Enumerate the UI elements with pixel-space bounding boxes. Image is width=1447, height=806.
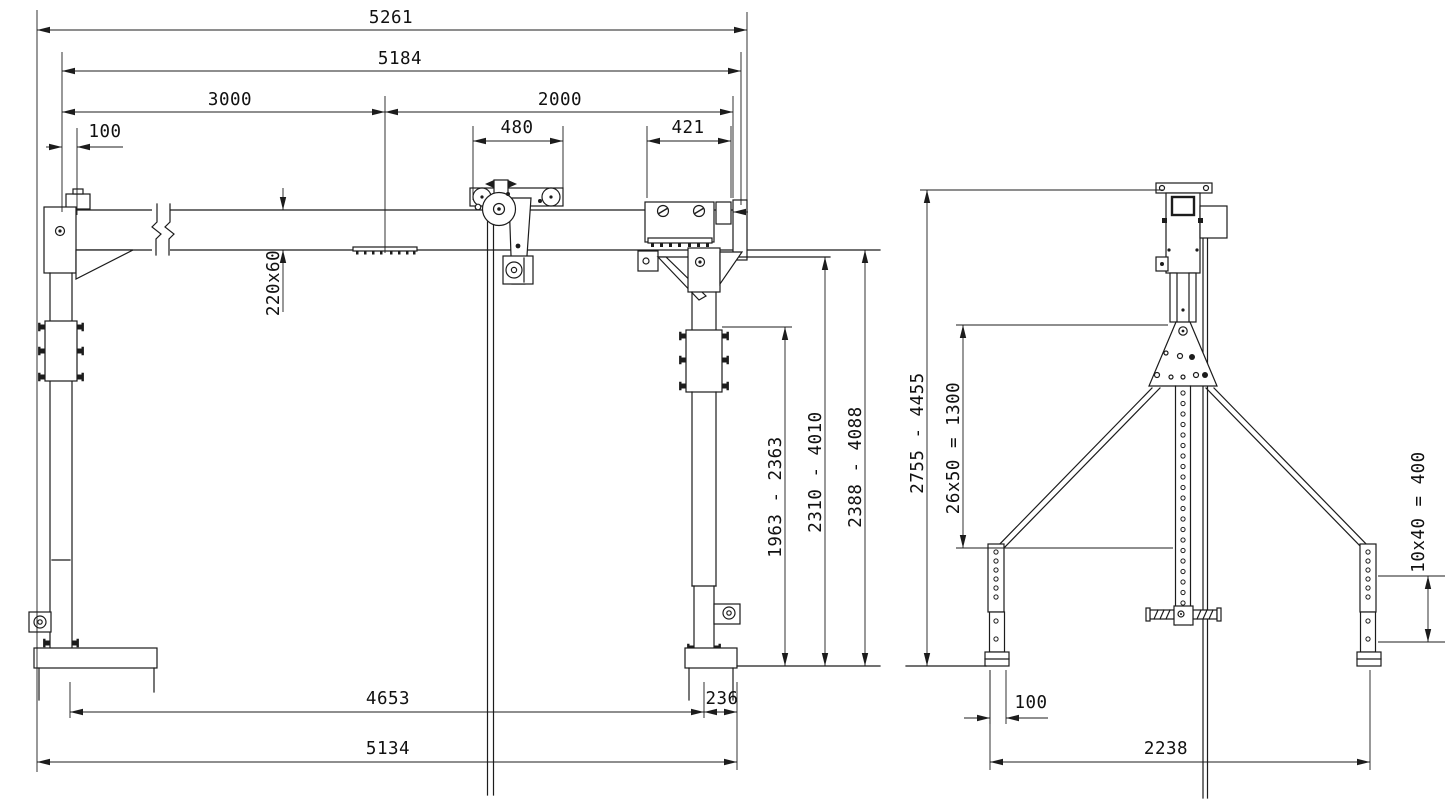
dim-label-column-height: 1963 - 2363 bbox=[766, 436, 786, 557]
dim-label-support-spread: 2238 bbox=[1144, 739, 1188, 759]
dim-label-beam-length: 5184 bbox=[378, 49, 422, 69]
dim-label-beam-profile: 220x60 bbox=[264, 250, 284, 316]
side-gusset-plate bbox=[1148, 321, 1218, 387]
front-view bbox=[28, 179, 881, 796]
side-right-foot bbox=[1356, 543, 1382, 667]
side-mast bbox=[1174, 385, 1192, 626]
beam-break-symbol bbox=[151, 203, 175, 256]
right-column bbox=[679, 247, 744, 701]
side-trolley bbox=[1155, 182, 1228, 799]
beam-end-plate bbox=[732, 199, 748, 261]
dim-label-base-end-offset: 236 bbox=[705, 689, 738, 709]
dim-leg-hole-pattern: 10x40 = 400 bbox=[1378, 451, 1445, 643]
dim-under-beam-height: 2388 - 4088 bbox=[846, 250, 869, 666]
dim-label-end-offset: 100 bbox=[88, 122, 121, 142]
dim-label-under-bracket-height: 2310 - 4010 bbox=[806, 411, 826, 532]
dim-support-spread: 2238 bbox=[989, 670, 1371, 770]
dim-label-mast-hole-pattern: 26x50 = 1300 bbox=[944, 382, 964, 514]
side-view bbox=[905, 182, 1382, 799]
dim-base-overall-width: 5134 bbox=[37, 739, 737, 766]
left-column bbox=[28, 188, 158, 701]
left-foot-plate bbox=[33, 647, 158, 669]
dim-span-left: 3000 bbox=[62, 90, 386, 253]
dim-label-bracket-width: 421 bbox=[671, 118, 704, 138]
left-clamp bbox=[44, 320, 78, 382]
dim-foot-width: 100 bbox=[964, 670, 1048, 724]
dim-end-offset: 100 bbox=[46, 122, 123, 215]
dim-overall-width: 5261 bbox=[36, 8, 748, 772]
right-column-head bbox=[687, 247, 721, 293]
trolley bbox=[469, 179, 564, 796]
dim-label-leg-hole-pattern: 10x40 = 400 bbox=[1409, 451, 1429, 572]
dim-mast-hole-pattern: 26x50 = 1300 bbox=[944, 324, 1173, 549]
dim-label-overall-width: 5261 bbox=[369, 8, 413, 28]
dimensions-front: 5261 5184 3000 2000 100 480 421 220x60 bbox=[36, 8, 869, 772]
right-clamp bbox=[685, 329, 723, 393]
left-column-head bbox=[43, 206, 77, 274]
side-clamp-handle bbox=[1145, 605, 1222, 626]
side-winch-box bbox=[1199, 205, 1228, 239]
left-gusset bbox=[75, 249, 134, 280]
dim-label-foot-width: 100 bbox=[1014, 693, 1047, 713]
dim-label-under-beam-height: 2388 - 4088 bbox=[846, 406, 866, 527]
dim-under-bracket-height: 2310 - 4010 bbox=[806, 257, 829, 666]
dim-label-span-right: 2000 bbox=[538, 90, 582, 110]
dim-beam-length: 5184 bbox=[61, 49, 742, 212]
dim-column-height: 1963 - 2363 bbox=[722, 326, 792, 666]
dim-trolley-width: 480 bbox=[472, 118, 564, 200]
dim-beam-profile: 220x60 bbox=[264, 188, 287, 316]
side-legs bbox=[993, 387, 1373, 551]
dim-label-trolley-width: 480 bbox=[500, 118, 533, 138]
dim-base-end-offset: 236 bbox=[704, 682, 738, 770]
dim-label-base-overall-width: 5134 bbox=[366, 739, 410, 759]
dimensions-side: 2755 - 4455 26x50 = 1300 10x40 = 400 100… bbox=[908, 189, 1445, 770]
dim-label-base-span: 4653 bbox=[366, 689, 410, 709]
dim-label-span-left: 3000 bbox=[208, 90, 252, 110]
dim-base-span: 4653 bbox=[69, 682, 705, 718]
dim-span-right: 2000 bbox=[385, 90, 734, 198]
right-foot-plate bbox=[684, 647, 738, 669]
dim-bracket-width: 421 bbox=[646, 118, 732, 198]
dim-label-overall-height: 2755 - 4455 bbox=[908, 372, 928, 493]
dim-overall-height: 2755 - 4455 bbox=[908, 189, 1163, 666]
side-left-foot bbox=[984, 543, 1010, 667]
